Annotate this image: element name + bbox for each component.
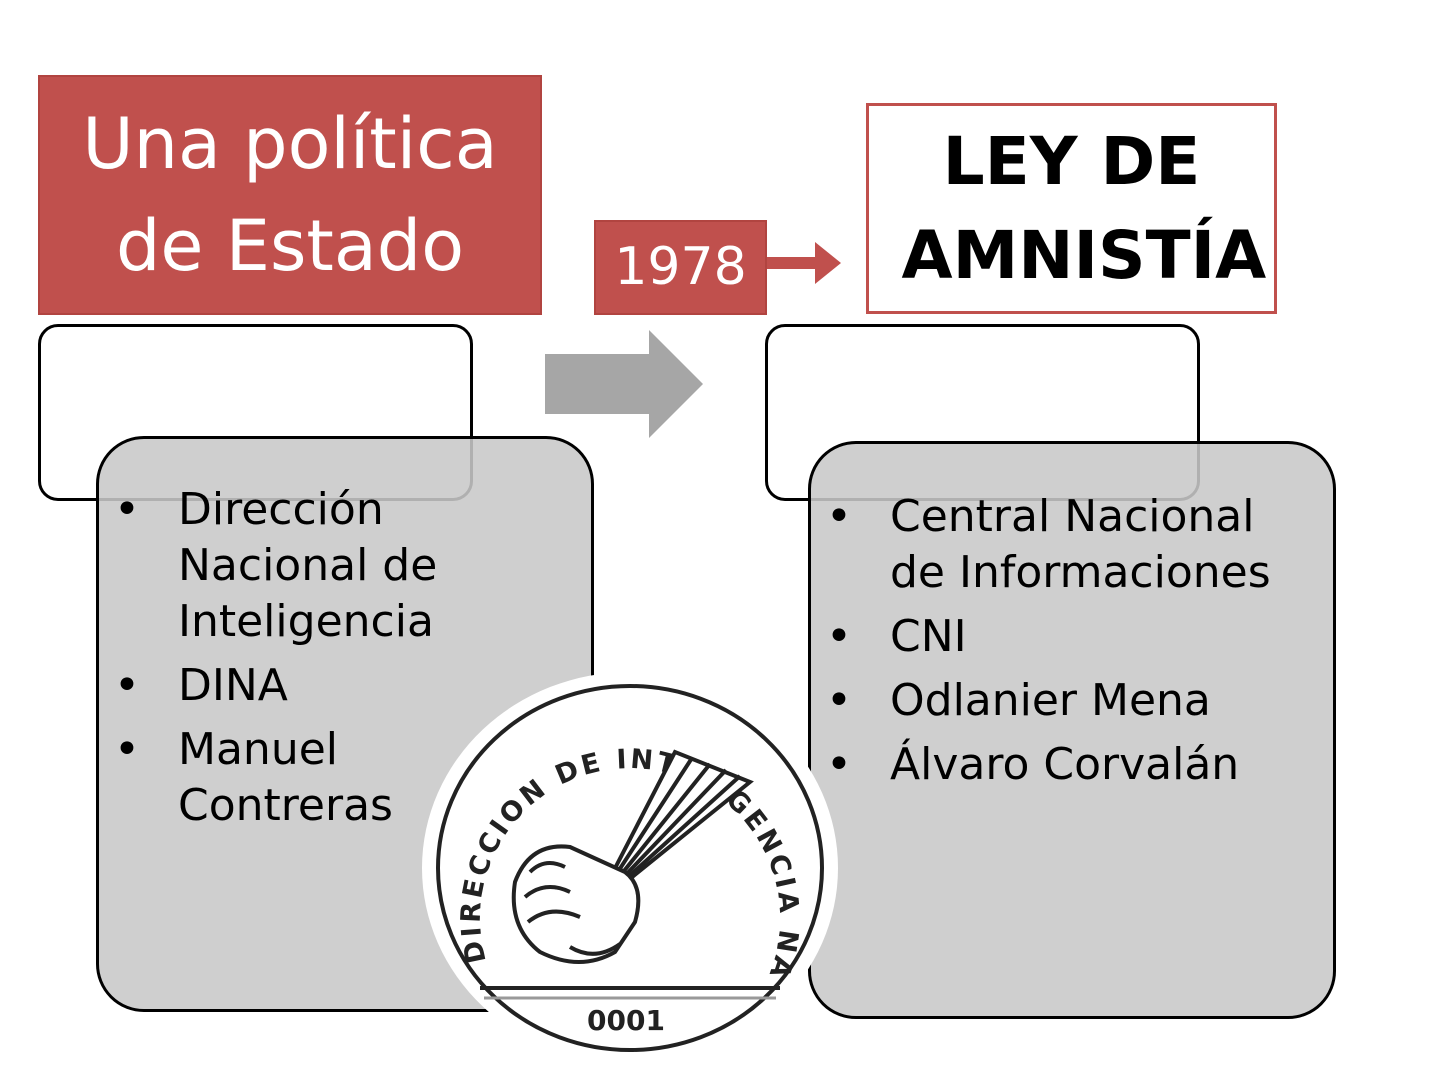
year-box: 1978 — [594, 220, 767, 315]
bullet-icon: • — [114, 484, 140, 535]
list-item: •Central Nacional de Informaciones — [826, 491, 1271, 598]
list-item: •CNI — [808, 609, 1308, 665]
list-item: •Álvaro Corvalán — [808, 737, 1308, 793]
right-list-box — [808, 441, 1336, 1019]
bullet-icon: • — [826, 675, 852, 726]
list-item: •DINA — [96, 658, 536, 714]
title-text: Una política de Estado — [82, 103, 498, 287]
bullet-icon: • — [826, 739, 852, 790]
law-box: LEY DE AMNISTÍA — [866, 103, 1277, 314]
flow-arrow-icon — [545, 330, 703, 438]
bullet-icon: • — [114, 724, 140, 775]
list-item: •Dirección Nacional de Inteligencia — [114, 484, 438, 647]
list-item: •Odlanier Mena — [808, 673, 1308, 729]
law-text: LEY DE AMNISTÍA — [901, 122, 1267, 294]
list-item: •Manuel Contreras — [114, 724, 393, 831]
left-bullet-list: •Dirección Nacional de Inteligencia •DIN… — [96, 482, 536, 842]
title-box: Una política de Estado — [38, 75, 542, 315]
seal-number: 0001 — [587, 1004, 665, 1037]
year-arrow-icon — [767, 242, 841, 284]
right-bullet-list: •Central Nacional de Informaciones •CNI … — [808, 489, 1308, 801]
year-text: 1978 — [614, 237, 747, 297]
bullet-icon: • — [826, 611, 852, 662]
dina-seal-logo: DIRECCION DE INTELIGENCIA NACIONAL 0001 — [407, 648, 838, 1064]
bullet-icon: • — [826, 491, 852, 542]
bullet-icon: • — [114, 660, 140, 711]
